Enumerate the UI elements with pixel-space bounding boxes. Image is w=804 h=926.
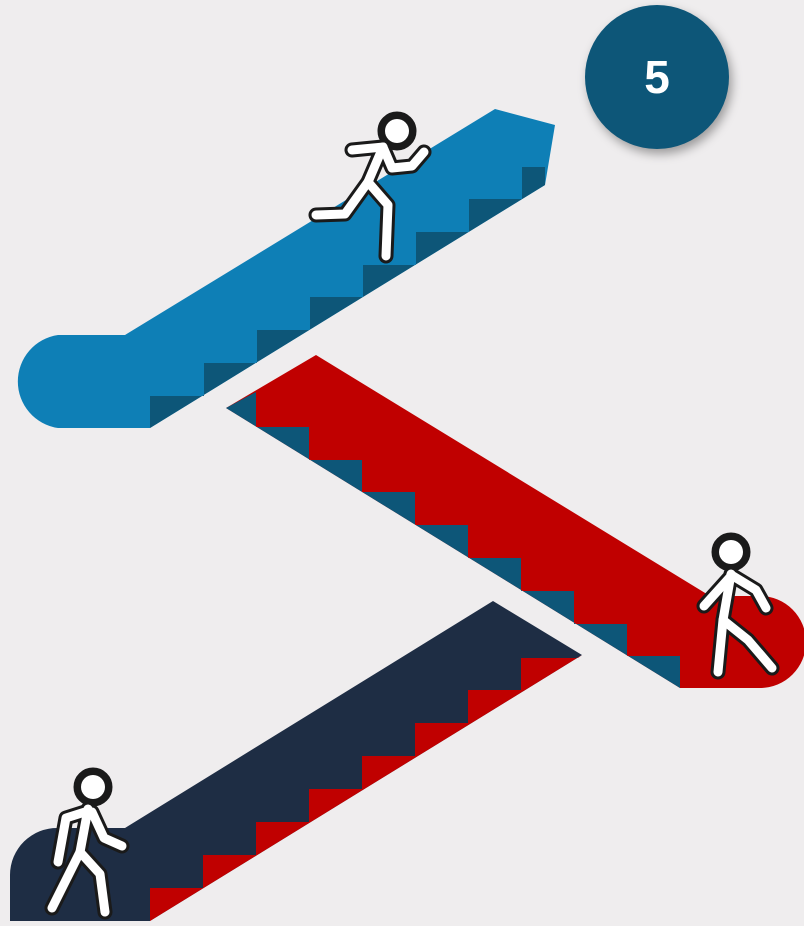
step-number: 5 xyxy=(644,50,670,104)
step-number-badge: 5 xyxy=(585,5,729,149)
